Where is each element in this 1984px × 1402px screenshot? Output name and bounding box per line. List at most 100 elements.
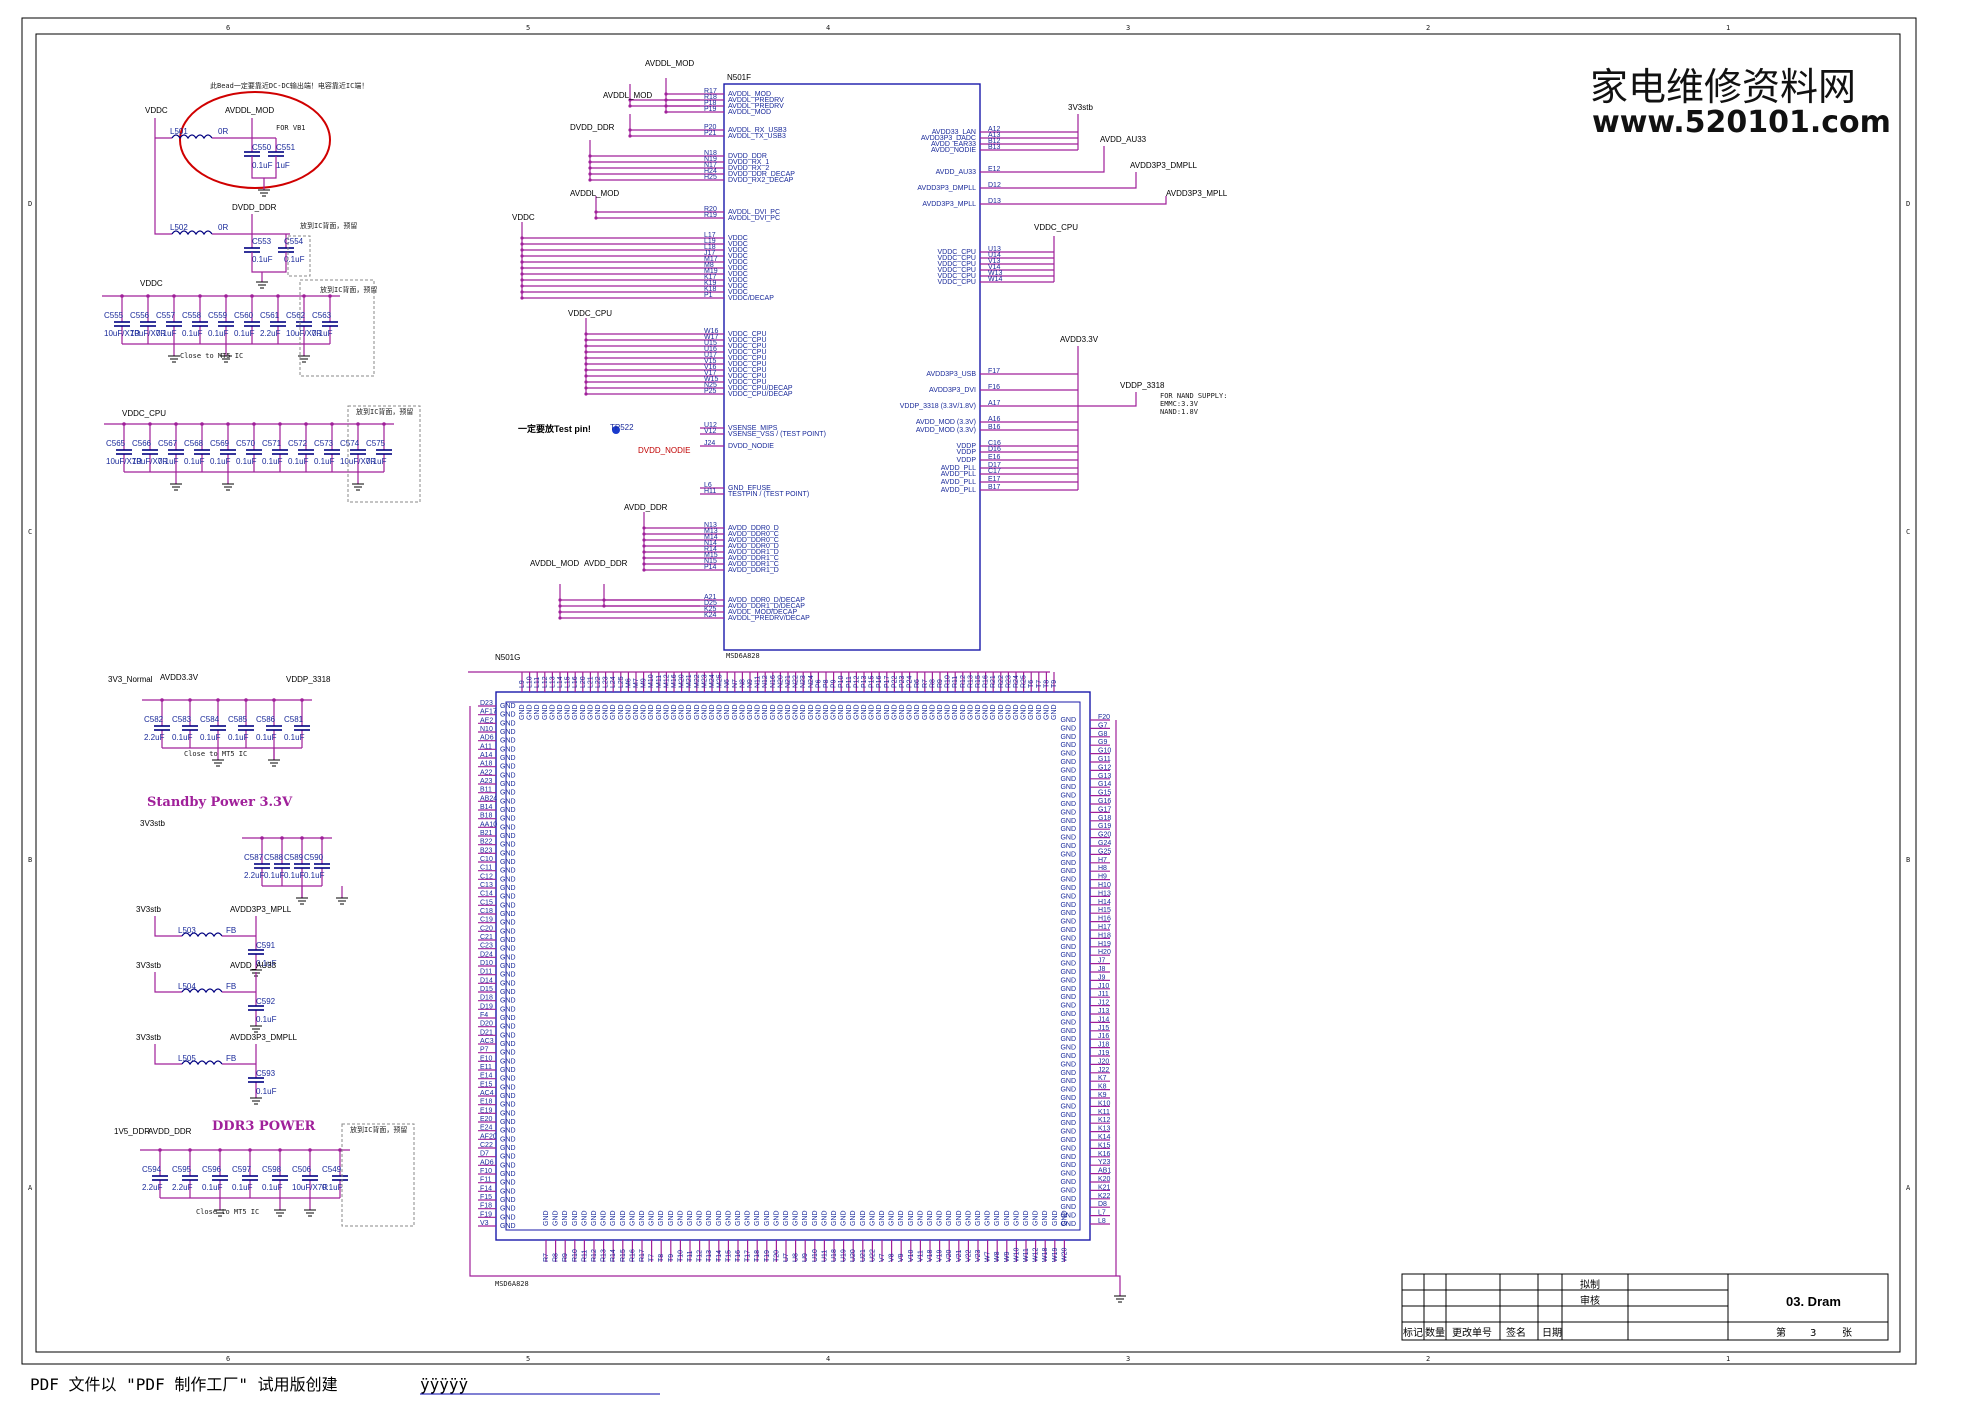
pin-number: J14 — [1098, 1016, 1109, 1023]
pin-name: VDDC_CPU — [728, 337, 767, 344]
pin-name: VSENSE_VSS / (TEST POINT) — [728, 431, 826, 438]
pin-gnd: GND — [587, 704, 594, 720]
pin-gnd: GND — [519, 704, 526, 720]
pin-number: B14 — [480, 804, 493, 811]
fb-src-net: 3V3stb — [136, 961, 161, 970]
pin-name: VDDC_CPU — [937, 255, 976, 262]
pin-gnd: GND — [764, 1210, 771, 1226]
pin-gnd: GND — [1061, 1210, 1068, 1226]
pin-gnd: GND — [500, 1145, 516, 1152]
pin-name: VDDC — [728, 283, 748, 290]
pin-gnd: GND — [500, 1171, 516, 1178]
pin-number: L12 — [542, 676, 549, 688]
pin-number: K7 — [1098, 1075, 1107, 1082]
pin-gnd: GND — [1060, 893, 1076, 900]
pin-name: AVDDL_TX_USB3 — [728, 133, 786, 140]
pin-gnd: GND — [922, 704, 929, 720]
pin-number: N12 — [762, 675, 769, 688]
cap-ref: C596 — [202, 1165, 222, 1174]
pin-number: L7 — [1098, 1210, 1106, 1217]
footer-link[interactable]: ÿÿÿÿÿ — [420, 1375, 469, 1394]
pin-gnd: GND — [1060, 961, 1076, 968]
pin-number: K15 — [1098, 1142, 1111, 1149]
pin-number: P25 — [704, 388, 717, 395]
cap-ref: C585 — [228, 715, 248, 724]
net-label: 3V3stb — [1068, 103, 1093, 112]
pin-number: N18 — [704, 150, 717, 157]
pin-number: P17 — [884, 675, 891, 688]
pin-gnd: GND — [658, 1210, 665, 1226]
pin-number: AB1 — [1098, 1168, 1111, 1175]
pin-name: VDDC — [728, 247, 748, 254]
cap-row-avdd3v3: C5822.2uFC5830.1uFC5840.1uFC5850.1uFC586… — [142, 698, 312, 767]
pin-number: E10 — [480, 1055, 493, 1062]
pin-gnd: GND — [967, 704, 974, 720]
pin-gnd: GND — [500, 1015, 516, 1022]
pin-number: W13 — [988, 270, 1003, 277]
pin-gnd: GND — [543, 1210, 550, 1226]
pin-number: N8 — [739, 679, 746, 688]
grid-col: 2 — [1426, 1355, 1430, 1363]
grid-col: 3 — [1126, 1355, 1130, 1363]
pin-number: B21 — [480, 830, 493, 837]
pin-gnd: GND — [732, 704, 739, 720]
net-avddl-mod-1: AVDDL_MOD — [225, 106, 274, 115]
pin-name: VDDC_CPU — [728, 343, 767, 350]
pin-number: M19 — [704, 268, 718, 275]
pin-gnd: GND — [876, 704, 883, 720]
pin-gnd: GND — [1060, 986, 1076, 993]
pin-name: AVDDL_MOD/DECAP — [728, 609, 797, 616]
cap-value: 0.1uF — [304, 871, 325, 880]
pin-gnd: GND — [861, 704, 868, 720]
pin-number: P9 — [831, 679, 838, 688]
tb-drafted: 拟制 — [1580, 1278, 1600, 1291]
cap-value: 10uF/X7R — [286, 329, 322, 338]
pin-name: DVDD_DDR — [728, 153, 767, 160]
pin-number: J11 — [1098, 991, 1109, 998]
cap-value: 0.1uF — [288, 457, 309, 466]
pin-gnd: GND — [500, 989, 516, 996]
pin-number: P24 — [907, 675, 914, 688]
chip-n501g-inner — [505, 701, 1081, 1231]
pin-number: E17 — [988, 476, 1001, 483]
pin-number: V16 — [704, 364, 717, 371]
pin-gnd: GND — [1060, 1112, 1076, 1119]
pin-gnd: GND — [500, 1162, 516, 1169]
pin-number: V23 — [975, 1249, 982, 1262]
c554-val: 0.1uF — [284, 255, 305, 264]
pin-gnd: GND — [1060, 1036, 1076, 1043]
pin-gnd: GND — [952, 704, 959, 720]
pin-number: A14 — [480, 752, 493, 759]
pin-gnd: GND — [677, 1210, 684, 1226]
pin-number: V21 — [956, 1249, 963, 1262]
pin-gnd: GND — [656, 704, 663, 720]
pin-number: G15 — [1098, 790, 1111, 797]
pin-number: R15 — [620, 1249, 627, 1262]
pin-number: K22 — [1098, 1193, 1111, 1200]
pin-number: C16 — [988, 440, 1001, 447]
pin-number: H14 — [1098, 899, 1111, 906]
cap-ref: C574 — [340, 439, 360, 448]
pin-gnd: GND — [724, 704, 731, 720]
pin-gnd: GND — [1005, 704, 1012, 720]
pin-number: T14 — [716, 1250, 723, 1262]
pin-gnd: GND — [1060, 935, 1076, 942]
cap-ref: C571 — [262, 439, 282, 448]
grid-col: 5 — [526, 1355, 530, 1363]
pin-number: U18 — [831, 1249, 838, 1262]
pin-number: AA10 — [480, 821, 497, 828]
pin-number: P11 — [846, 676, 853, 688]
pin-gnd: GND — [706, 1210, 713, 1226]
pin-number: M13 — [704, 528, 718, 535]
chip-f-net-labels: AVDDL_MODAVDDL_MODDVDD_DDRAVDDL_MODVDDCV… — [512, 59, 700, 620]
pin-gnd: GND — [500, 1188, 516, 1195]
pin-gnd: GND — [687, 1210, 694, 1226]
pin-number: H19 — [1098, 941, 1111, 948]
pin-number: T6 — [1028, 680, 1035, 688]
pin-name: AVDD_DDR0_C — [728, 531, 779, 538]
pin-number: U9 — [802, 1253, 809, 1262]
cap-ref: C568 — [184, 439, 204, 448]
pin-gnd: GND — [500, 1214, 516, 1221]
pin-gnd: GND — [1060, 826, 1076, 833]
pin-number: M12 — [663, 674, 670, 688]
